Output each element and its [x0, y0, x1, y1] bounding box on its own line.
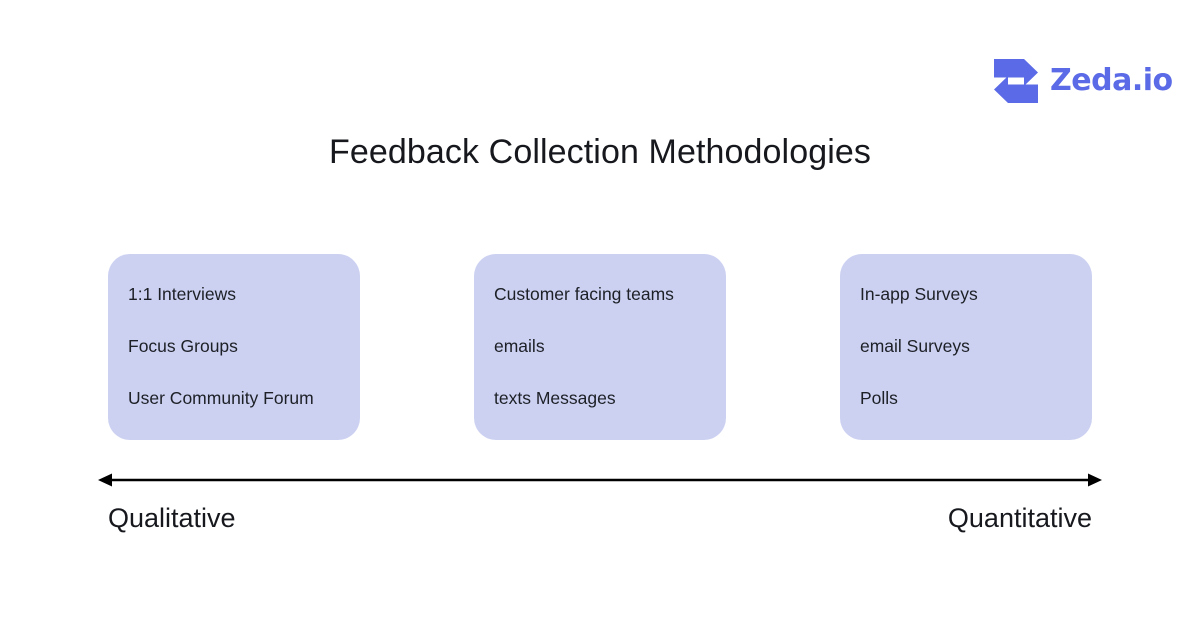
- quantitative-card: In-app Surveys email Surveys Polls: [840, 254, 1092, 440]
- methodology-cards: 1:1 Interviews Focus Groups User Communi…: [108, 254, 1092, 440]
- spectrum-axis-arrow: [96, 466, 1104, 494]
- list-item: emails: [494, 336, 545, 356]
- list-item: User Community Forum: [128, 388, 314, 408]
- zeda-z-arrows-logo-icon: [994, 59, 1038, 103]
- brand-logo: Zeda.io: [990, 55, 1173, 107]
- brand-wordmark: Zeda.io: [1050, 63, 1173, 98]
- axis-label-right: Quantitative: [947, 503, 1092, 533]
- list-item: Focus Groups: [128, 336, 238, 356]
- axis-labels: Qualitative Quantitative: [108, 500, 1092, 536]
- page-title: Feedback Collection Methodologies: [329, 132, 871, 171]
- mixed-card: Customer facing teams emails texts Messa…: [474, 254, 726, 440]
- list-item: email Surveys: [860, 336, 970, 356]
- list-item: In-app Surveys: [860, 284, 978, 304]
- list-item: Customer facing teams: [494, 284, 674, 304]
- axis-label-left: Qualitative: [108, 503, 236, 533]
- list-item: 1:1 Interviews: [128, 284, 236, 304]
- qualitative-card: 1:1 Interviews Focus Groups User Communi…: [108, 254, 360, 440]
- list-item: Polls: [860, 388, 898, 408]
- list-item: texts Messages: [494, 388, 616, 408]
